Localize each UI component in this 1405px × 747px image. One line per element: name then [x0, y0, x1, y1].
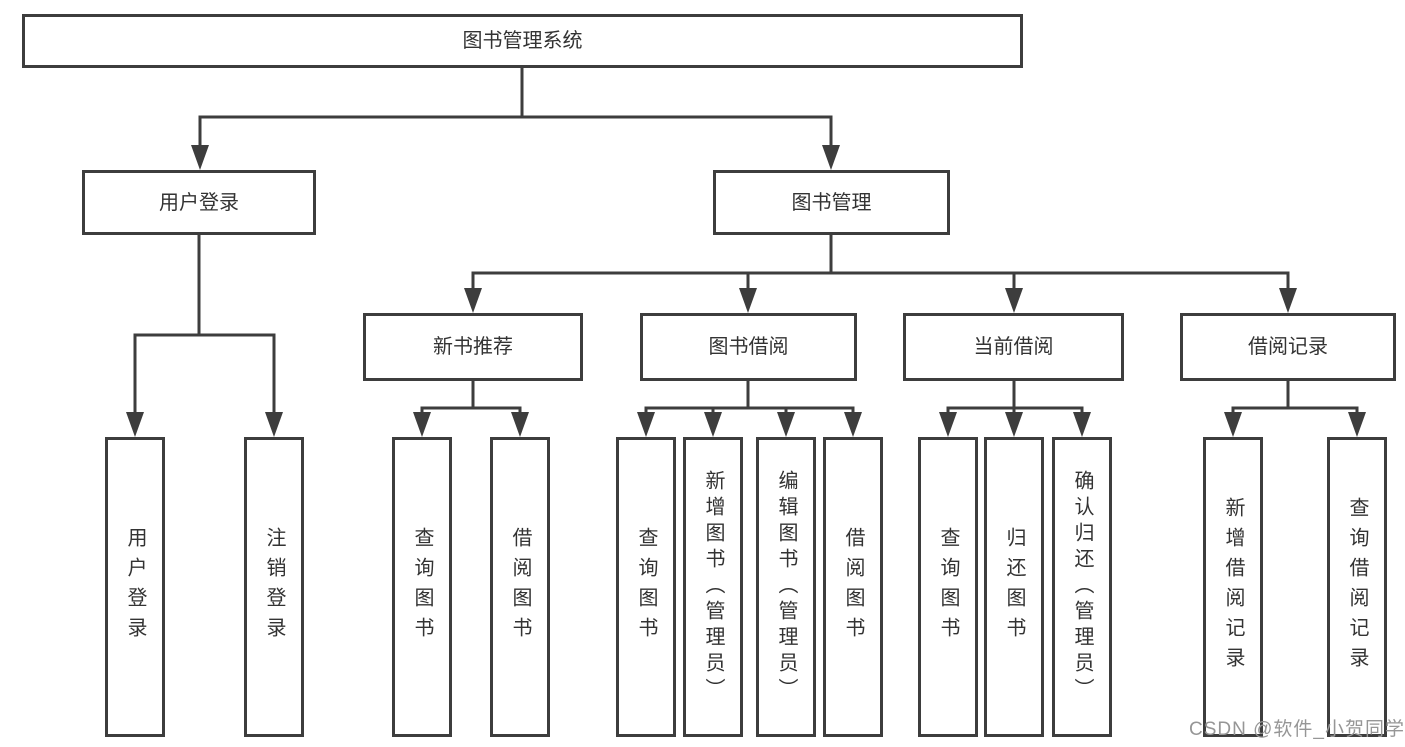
leaf-logout: 注销登录 — [244, 437, 304, 737]
node-current-borrowing: 当前借阅 — [903, 313, 1124, 381]
node-new-book-recommendation: 新书推荐 — [363, 313, 583, 381]
leaf-edit-book-admin: 编辑图书（管理员） — [756, 437, 816, 737]
node-book-borrowing: 图书借阅 — [640, 313, 857, 381]
leaf-borrow-books-recommend: 借阅图书 — [490, 437, 550, 737]
arrowheads — [126, 145, 1366, 437]
leaf-query-books-recommend: 查询图书 — [392, 437, 452, 737]
leaf-add-book-admin: 新增图书（管理员） — [683, 437, 743, 737]
node-borrowing-records: 借阅记录 — [1180, 313, 1396, 381]
leaf-query-books-current: 查询图书 — [918, 437, 978, 737]
leaf-query-borrow-record: 查询借阅记录 — [1327, 437, 1387, 737]
leaf-confirm-return-admin: 确认归还（管理员） — [1052, 437, 1112, 737]
leaf-query-books-borrowing: 查询图书 — [616, 437, 676, 737]
leaf-add-borrow-record: 新增借阅记录 — [1203, 437, 1263, 737]
node-book-management: 图书管理 — [713, 170, 950, 235]
node-user-login: 用户登录 — [82, 170, 316, 235]
leaf-user-login: 用户登录 — [105, 437, 165, 737]
node-library-management-system: 图书管理系统 — [22, 14, 1023, 68]
csdn-watermark: CSDN @软件_小贺同学 — [1189, 719, 1405, 740]
leaf-borrow-books-borrowing: 借阅图书 — [823, 437, 883, 737]
leaf-return-books: 归还图书 — [984, 437, 1044, 737]
